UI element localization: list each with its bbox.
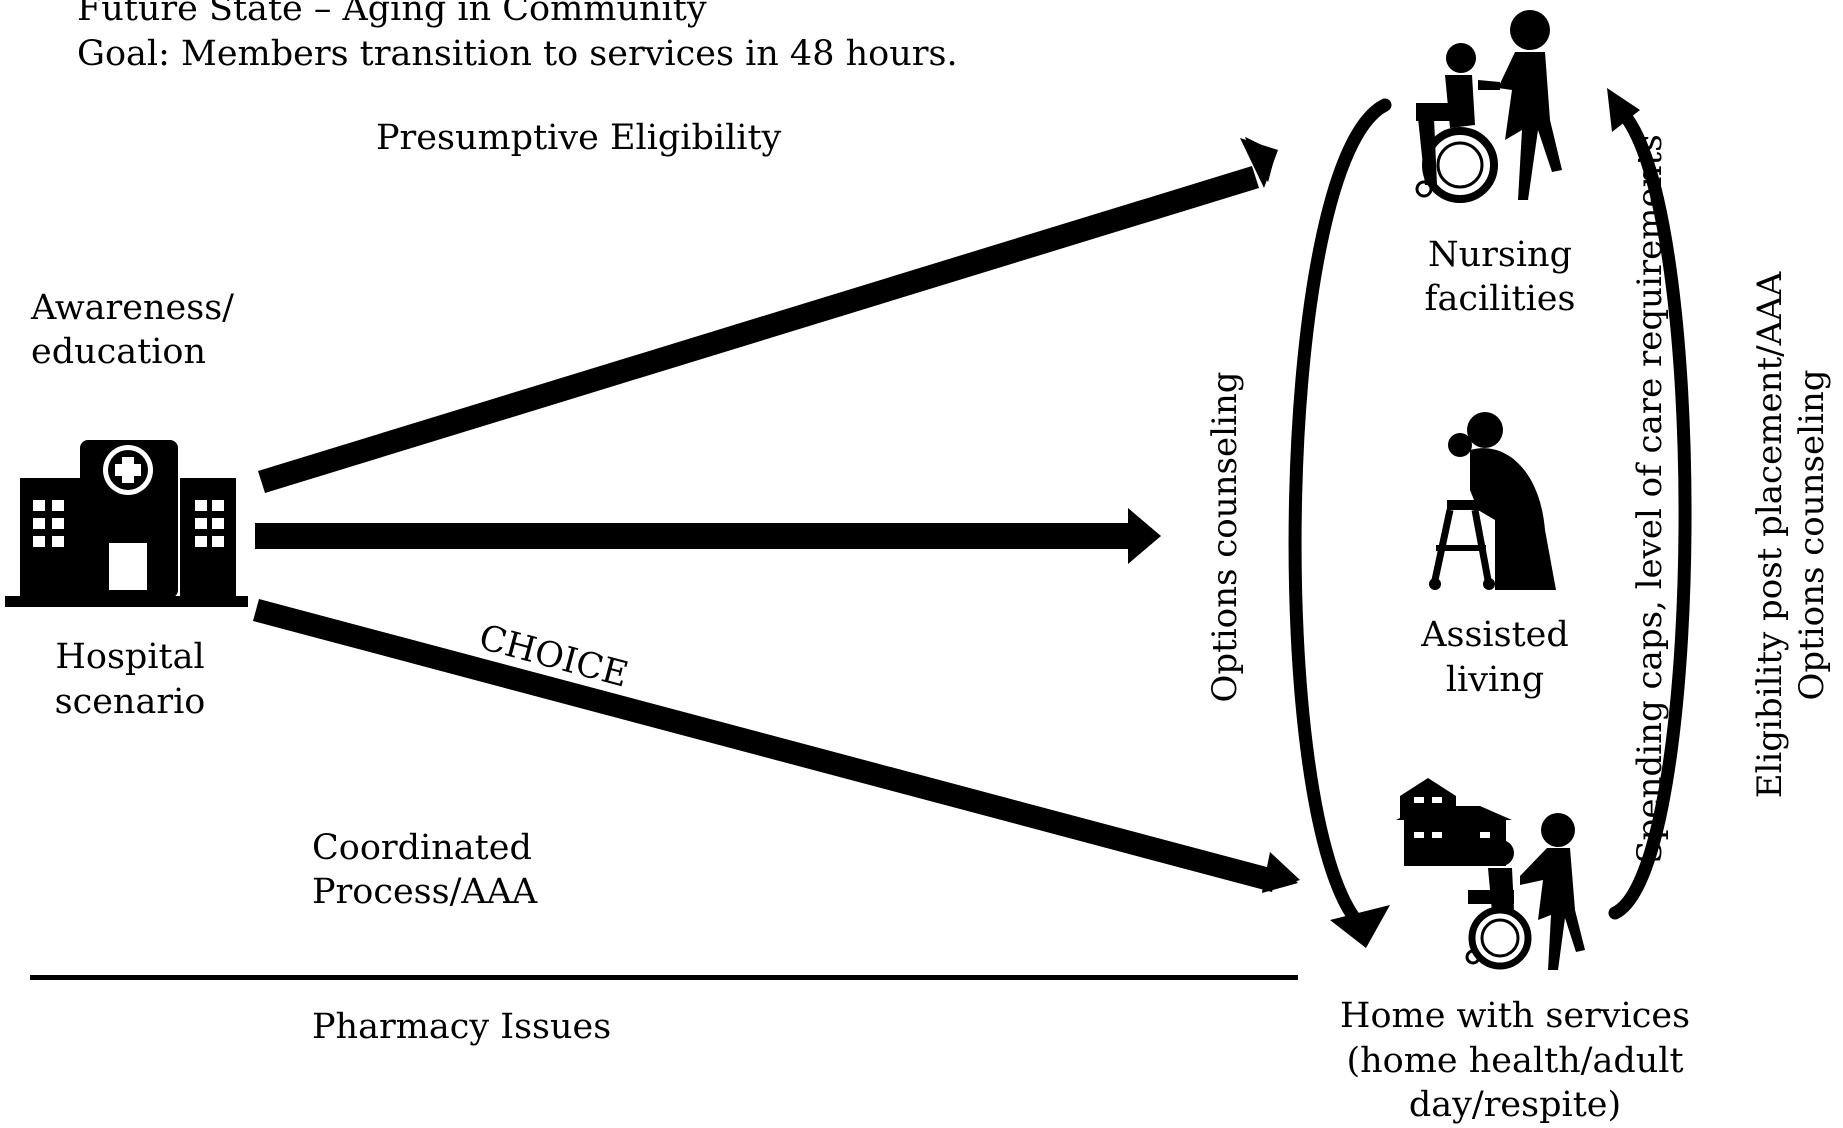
label-eligibility-line-1: Eligibility post placement/AAA (1750, 271, 1790, 799)
label-awareness-line-2: education (31, 332, 206, 372)
label-coordinated-line-1: Coordinated (312, 828, 532, 868)
arrow-direct-to-assisted (255, 508, 1161, 564)
label-nursing-line-2: facilities (1424, 279, 1576, 319)
wheelchair-caregiver-icon (1415, 10, 1562, 203)
label-awareness-line-1: Awareness/ (31, 288, 234, 328)
label-hospital-line-2: scenario (54, 682, 206, 722)
arrow-presumptive-eligibility (258, 137, 1278, 493)
home-wheelchair-caregiver-icon (1465, 813, 1585, 970)
label-assisted-line-1: Assisted (1421, 615, 1569, 655)
label-hospital-line-1: Hospital (55, 637, 205, 677)
label-spending-caps: Spending caps, level of care requirement… (1630, 134, 1670, 864)
label-home-line-3: day/respite) (1408, 1085, 1622, 1125)
label-home-line-2: (home health/adult (1346, 1041, 1684, 1081)
label-options-counseling-left: Options counseling (1205, 371, 1245, 703)
label-assisted-line-2: living (1445, 660, 1545, 700)
separator-line (30, 975, 1298, 980)
label-nursing-line-1: Nursing (1428, 235, 1572, 275)
header-line-1: Future State – Aging in Community (77, 0, 707, 29)
house-icon (1396, 778, 1512, 866)
label-home-line-1: Home with services (1339, 996, 1691, 1036)
label-pharmacy-issues: Pharmacy Issues (312, 1007, 612, 1047)
walker-elder-icon (1429, 412, 1556, 590)
hospital-icon (5, 440, 248, 607)
label-eligibility-line-2: Options counseling (1792, 369, 1832, 701)
curved-arrow-options-counseling (1288, 98, 1392, 948)
label-coordinated-line-2: Process/AAA (312, 872, 538, 912)
header-line-2: Goal: Members transition to services in … (77, 34, 958, 74)
curved-arrow-spending-caps (1607, 88, 1692, 920)
label-presumptive-eligibility: Presumptive Eligibility (376, 118, 782, 158)
arrow-choice-to-home (253, 599, 1300, 893)
